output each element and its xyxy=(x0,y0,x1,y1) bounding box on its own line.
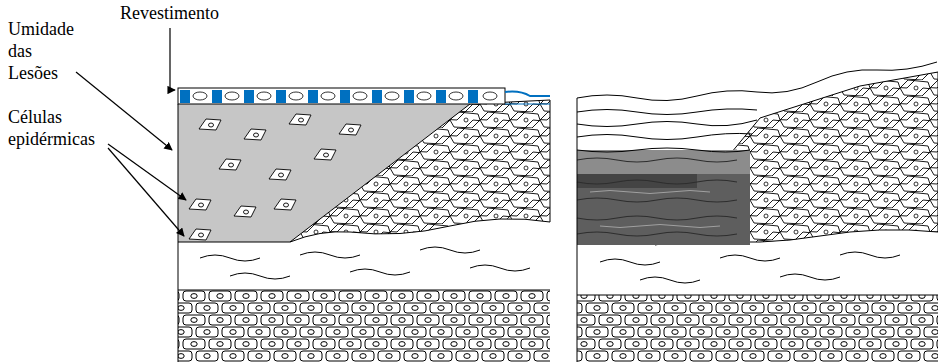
callout-label: Revestimento xyxy=(120,2,219,24)
dermis xyxy=(178,240,550,290)
scab xyxy=(577,150,750,245)
callout-label: Umidade das Lesões xyxy=(8,18,82,84)
callout-label: Células epidérmicas xyxy=(8,106,108,150)
epithelium xyxy=(290,100,550,242)
basal-cells xyxy=(178,290,550,362)
basal-cells xyxy=(577,295,938,362)
dermis xyxy=(577,245,938,295)
dressing xyxy=(178,88,550,104)
dermis-fibers xyxy=(600,252,900,283)
dermis-fibers xyxy=(200,247,530,279)
dry-layers xyxy=(577,62,937,152)
